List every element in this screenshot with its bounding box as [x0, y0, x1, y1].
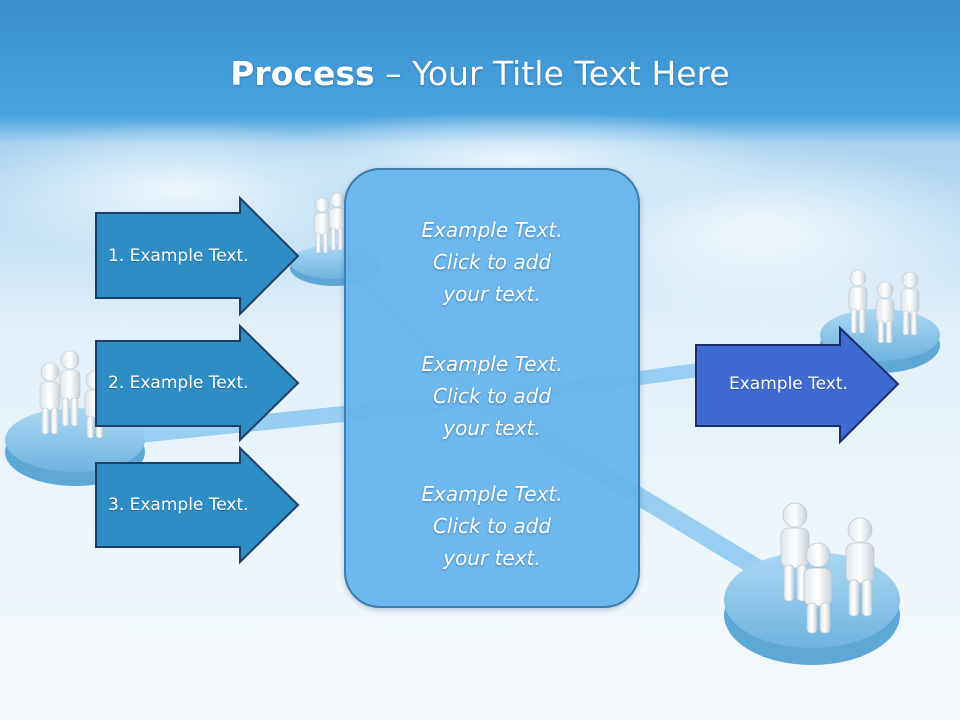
- title-rest: – Your Title Text Here: [374, 54, 730, 93]
- input-arrow-2[interactable]: [95, 323, 300, 443]
- output-arrow-label: Example Text.: [729, 374, 848, 394]
- people-figures-left: [39, 350, 106, 439]
- center-text-block-1[interactable]: Example Text. Click to add your text.: [421, 218, 563, 306]
- input-arrow-1[interactable]: [95, 195, 300, 317]
- center-text-block-2[interactable]: Example Text. Click to add your text.: [421, 352, 563, 440]
- center-process-box[interactable]: Example Text. Click to add your text. Ex…: [344, 168, 640, 608]
- input-arrow-2-label: 2. Example Text.: [108, 373, 249, 393]
- input-arrow-3-label: 3. Example Text.: [108, 495, 249, 515]
- input-arrow-3[interactable]: [95, 445, 300, 565]
- slide-title[interactable]: Process – Your Title Text Here: [0, 52, 960, 96]
- people-figures-bottom-right: [780, 502, 875, 634]
- title-bold: Process: [230, 54, 375, 93]
- input-arrow-1-label: 1. Example Text.: [108, 246, 249, 266]
- people-figures-top: [313, 192, 346, 254]
- people-figures-right: [848, 269, 920, 344]
- center-text-block-3[interactable]: Example Text. Click to add your text.: [421, 482, 563, 570]
- output-arrow[interactable]: [695, 325, 900, 445]
